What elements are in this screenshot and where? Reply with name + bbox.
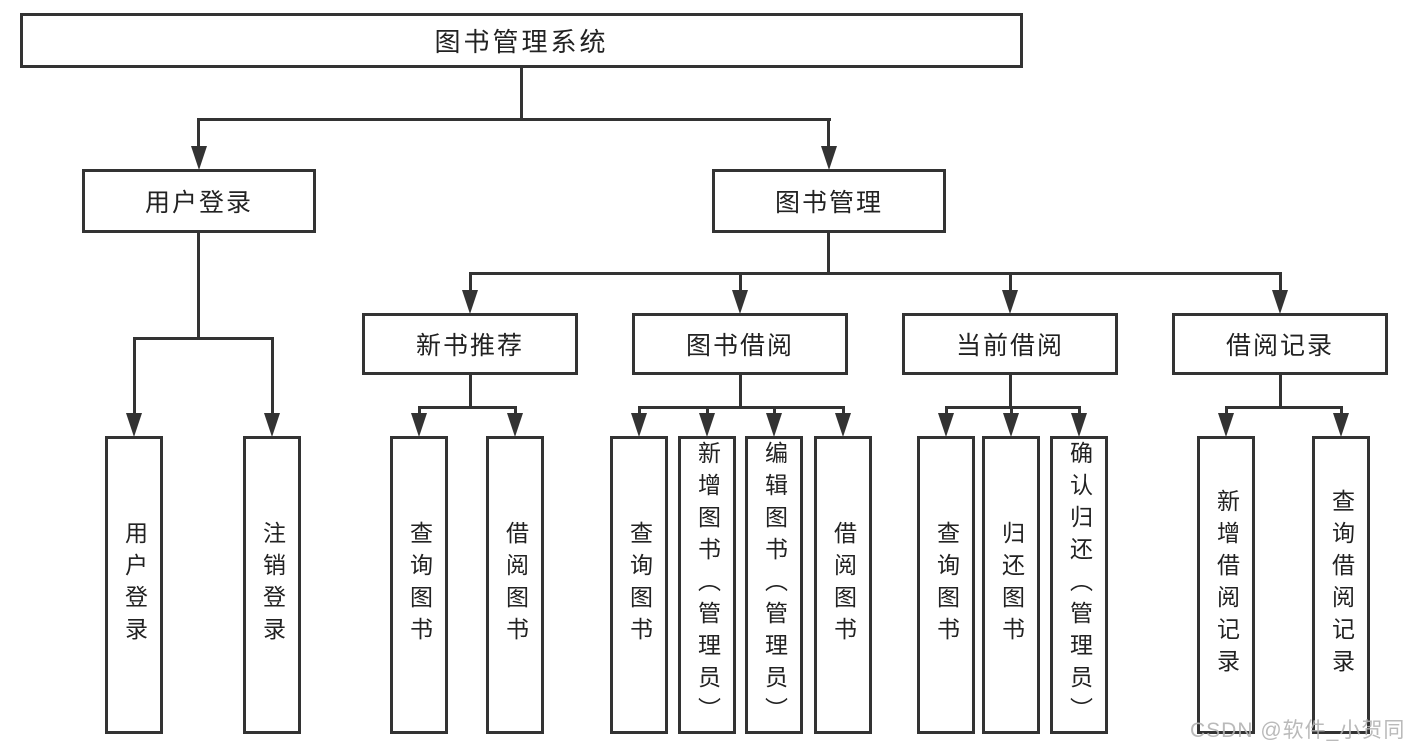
leaf-logout: 注销登录 bbox=[243, 436, 301, 734]
arrow-down-icon bbox=[1002, 290, 1018, 314]
arrow-down-icon bbox=[938, 413, 954, 437]
leaf-borrow-borrow-books: 借阅图书 bbox=[814, 436, 872, 734]
connector-line bbox=[827, 118, 830, 150]
leaf-label: 用户登录 bbox=[121, 521, 148, 649]
connector-line bbox=[520, 68, 523, 121]
leaf-current-return-books: 归还图书 bbox=[982, 436, 1040, 734]
connector-line bbox=[469, 375, 472, 409]
leaf-label: 编辑图书（管理员） bbox=[761, 441, 788, 729]
arrow-down-icon bbox=[462, 290, 478, 314]
connector-line bbox=[638, 406, 641, 417]
connector-line bbox=[197, 233, 200, 340]
node-new-book-recommend: 新书推荐 bbox=[362, 313, 578, 375]
connector-line bbox=[1078, 406, 1081, 417]
arrow-down-icon bbox=[191, 146, 207, 170]
arrow-down-icon bbox=[699, 413, 715, 437]
connector-line bbox=[827, 233, 830, 275]
leaf-label: 确认归还（管理员） bbox=[1066, 441, 1093, 729]
connector-line bbox=[469, 272, 472, 294]
arrow-down-icon bbox=[126, 413, 142, 437]
arrow-down-icon bbox=[411, 413, 427, 437]
arrow-down-icon bbox=[1218, 413, 1234, 437]
node-book-borrow: 图书借阅 bbox=[632, 313, 848, 375]
leaf-label: 查询借阅记录 bbox=[1328, 489, 1355, 681]
arrow-down-icon bbox=[264, 413, 280, 437]
leaf-label: 注销登录 bbox=[259, 521, 286, 649]
arrow-down-icon bbox=[766, 413, 782, 437]
arrow-down-icon bbox=[835, 413, 851, 437]
leaf-borrow-query-books: 查询图书 bbox=[610, 436, 668, 734]
arrow-down-icon bbox=[1333, 413, 1349, 437]
arrow-down-icon bbox=[732, 290, 748, 314]
node-current-borrow: 当前借阅 bbox=[902, 313, 1118, 375]
leaf-label: 查询图书 bbox=[406, 521, 433, 649]
connector-line bbox=[418, 406, 517, 409]
leaf-label: 查询图书 bbox=[933, 521, 960, 649]
connector-line bbox=[469, 272, 1282, 275]
leaf-current-confirm-return-admin: 确认归还（管理员） bbox=[1050, 436, 1108, 734]
connector-line bbox=[1009, 272, 1012, 294]
connector-line bbox=[773, 406, 776, 417]
leaf-borrow-edit-books-admin: 编辑图书（管理员） bbox=[745, 436, 803, 734]
connector-line bbox=[198, 118, 831, 121]
connector-line bbox=[1009, 375, 1012, 409]
connector-line bbox=[638, 406, 845, 409]
leaf-label: 借阅图书 bbox=[830, 521, 857, 649]
connector-line bbox=[1010, 406, 1013, 417]
arrow-down-icon bbox=[1003, 413, 1019, 437]
node-library-system: 图书管理系统 bbox=[20, 13, 1023, 68]
connector-line bbox=[1225, 406, 1343, 409]
connector-line bbox=[945, 406, 1081, 409]
leaf-label: 新增图书（管理员） bbox=[694, 441, 721, 729]
csdn-watermark: CSDN @软件_小贺同学 bbox=[1190, 719, 1405, 742]
arrow-down-icon bbox=[631, 413, 647, 437]
connector-line bbox=[706, 406, 709, 417]
arrow-down-icon bbox=[507, 413, 523, 437]
leaf-label: 归还图书 bbox=[998, 521, 1025, 649]
connector-line bbox=[739, 375, 742, 409]
leaf-label: 借阅图书 bbox=[502, 521, 529, 649]
connector-line bbox=[514, 406, 517, 417]
leaf-current-query-books: 查询图书 bbox=[917, 436, 975, 734]
connector-line bbox=[945, 406, 948, 417]
connector-line bbox=[1279, 272, 1282, 294]
node-borrow-records: 借阅记录 bbox=[1172, 313, 1388, 375]
leaf-user-login: 用户登录 bbox=[105, 436, 163, 734]
leaf-label: 新增借阅记录 bbox=[1213, 489, 1240, 681]
node-book-management: 图书管理 bbox=[712, 169, 946, 233]
leaf-newbook-query-books: 查询图书 bbox=[390, 436, 448, 734]
leaf-borrow-add-books-admin: 新增图书（管理员） bbox=[678, 436, 736, 734]
leaf-label: 查询图书 bbox=[626, 521, 653, 649]
arrow-down-icon bbox=[1071, 413, 1087, 437]
leaf-records-query-record: 查询借阅记录 bbox=[1312, 436, 1370, 734]
connector-line bbox=[1279, 375, 1282, 409]
leaf-records-add-record: 新增借阅记录 bbox=[1197, 436, 1255, 734]
connector-line bbox=[271, 337, 274, 417]
connector-line bbox=[739, 272, 742, 294]
connector-line bbox=[133, 337, 136, 417]
connector-line bbox=[197, 118, 200, 150]
connector-line bbox=[133, 337, 274, 340]
connector-line bbox=[1340, 406, 1343, 417]
node-user-login: 用户登录 bbox=[82, 169, 316, 233]
leaf-newbook-borrow-books: 借阅图书 bbox=[486, 436, 544, 734]
connector-line bbox=[1225, 406, 1228, 417]
arrow-down-icon bbox=[1272, 290, 1288, 314]
connector-line bbox=[842, 406, 845, 417]
connector-line bbox=[418, 406, 421, 417]
arrow-down-icon bbox=[821, 146, 837, 170]
